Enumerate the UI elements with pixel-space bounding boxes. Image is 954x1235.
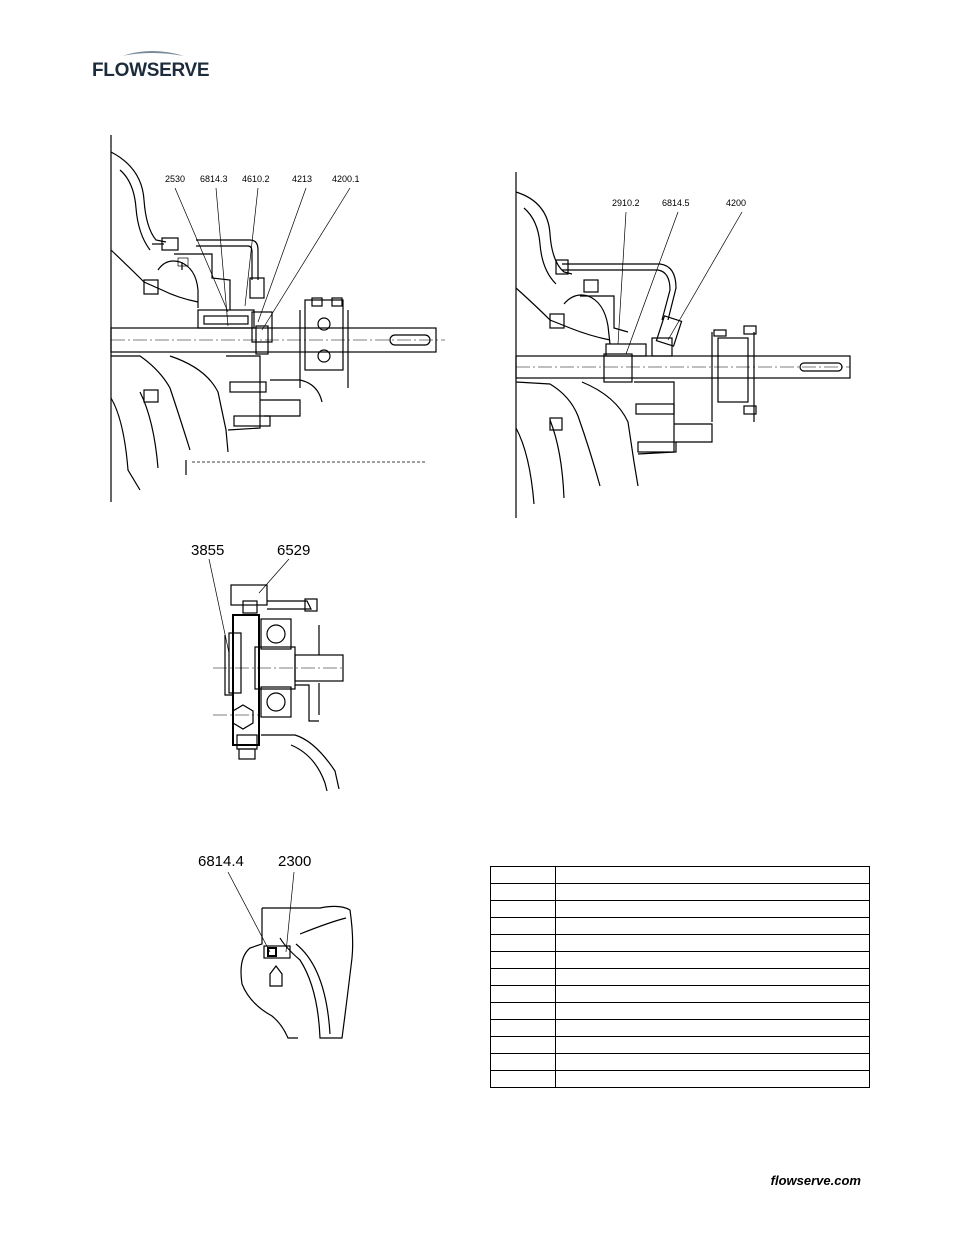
table-cell-description bbox=[555, 866, 870, 884]
table-row bbox=[490, 1036, 870, 1054]
logo-text: FLOWSERVE bbox=[92, 60, 209, 81]
callout-3855: 3855 bbox=[191, 542, 224, 559]
table-cell-description bbox=[555, 985, 870, 1003]
callout-2910-2: 2910.2 bbox=[612, 198, 640, 208]
table-row bbox=[490, 985, 870, 1003]
table-cell-description bbox=[555, 1036, 870, 1054]
table-cell-description bbox=[555, 934, 870, 952]
table-row bbox=[490, 951, 870, 969]
table-row bbox=[490, 883, 870, 901]
drawing-top-left: 2530 6814.3 4610.2 4213 4200.1 bbox=[100, 130, 470, 510]
table-cell-ref bbox=[490, 1053, 556, 1071]
table-cell-description bbox=[555, 1053, 870, 1071]
table-cell-ref bbox=[490, 934, 556, 952]
table-row bbox=[490, 900, 870, 918]
callout-6529: 6529 bbox=[277, 542, 310, 559]
callout-4213: 4213 bbox=[292, 174, 312, 184]
table-row bbox=[490, 866, 870, 884]
callout-4200-1: 4200.1 bbox=[332, 174, 360, 184]
table-cell-description bbox=[555, 917, 870, 935]
callout-6814-5: 6814.5 bbox=[662, 198, 690, 208]
flowserve-logo: FLOWSERVE bbox=[92, 50, 212, 84]
table-row bbox=[490, 934, 870, 952]
callout-2530: 2530 bbox=[165, 174, 185, 184]
table-row bbox=[490, 1053, 870, 1071]
callout-4610-2: 4610.2 bbox=[242, 174, 270, 184]
table-cell-ref bbox=[490, 1036, 556, 1054]
table-cell-ref bbox=[490, 900, 556, 918]
table-cell-ref bbox=[490, 917, 556, 935]
table-row bbox=[490, 1070, 870, 1088]
drawing-middle: 3855 6529 bbox=[185, 535, 355, 795]
table-cell-ref bbox=[490, 1002, 556, 1020]
table-cell-description bbox=[555, 1019, 870, 1037]
drawing-bottom: 6814.4 2300 bbox=[190, 848, 360, 1048]
callout-2300: 2300 bbox=[278, 853, 311, 870]
table-cell-ref bbox=[490, 1019, 556, 1037]
logo-swoosh-icon bbox=[122, 51, 184, 56]
parts-table bbox=[490, 866, 870, 1088]
table-cell-ref bbox=[490, 883, 556, 901]
table-cell-description bbox=[555, 951, 870, 969]
table-cell-description bbox=[555, 1002, 870, 1020]
table-cell-ref bbox=[490, 1070, 556, 1088]
callout-6814-4: 6814.4 bbox=[198, 853, 244, 870]
table-cell-description bbox=[555, 900, 870, 918]
table-cell-description bbox=[555, 1070, 870, 1088]
table-row bbox=[490, 917, 870, 935]
table-cell-ref bbox=[490, 968, 556, 986]
table-cell-ref bbox=[490, 985, 556, 1003]
table-row bbox=[490, 1019, 870, 1037]
footer-url[interactable]: flowserve.com bbox=[770, 1173, 861, 1188]
callout-6814-3: 6814.3 bbox=[200, 174, 228, 184]
table-cell-ref bbox=[490, 866, 556, 884]
callout-4200: 4200 bbox=[726, 198, 746, 208]
table-cell-description bbox=[555, 883, 870, 901]
table-row bbox=[490, 1002, 870, 1020]
table-row bbox=[490, 968, 870, 986]
table-cell-ref bbox=[490, 951, 556, 969]
table-cell-description bbox=[555, 968, 870, 986]
drawing-top-right: 2910.2 6814.5 4200 bbox=[510, 168, 855, 523]
